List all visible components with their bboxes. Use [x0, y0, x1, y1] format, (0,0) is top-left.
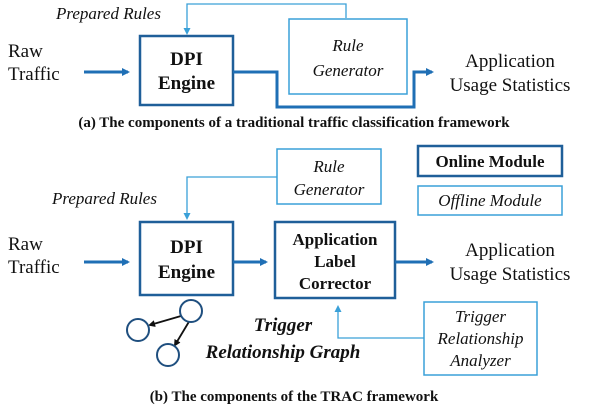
b-rule-gen-label-1: Rule	[312, 157, 345, 176]
graph-node-3	[156, 343, 180, 367]
b-dpi-label-1: DPI	[170, 237, 203, 258]
diagram-a: Prepared Rules Raw Traffic DPI Engine Ru…	[8, 3, 571, 131]
b-rules-line	[183, 176, 277, 220]
b-analyzer-label-3: Analyzer	[449, 351, 511, 370]
graph-node-1	[179, 299, 203, 323]
b-dpi-label-2: Engine	[158, 262, 215, 283]
graph-edge-1	[148, 315, 182, 327]
b-analyzer-label-1: Trigger	[455, 307, 506, 326]
a-raw-label-1: Raw	[8, 41, 43, 62]
a-dpi-label-2: Engine	[158, 73, 215, 94]
legend-offline-box	[417, 185, 563, 216]
a-output-label-2: Usage Statistics	[450, 75, 571, 96]
b-caption: (b) The components of the TRAC framework	[150, 389, 439, 405]
a-caption: (a) The components of a traditional traf…	[78, 115, 510, 131]
diagram-b: Rule Generator Prepared Rules Raw Traffi…	[8, 148, 571, 405]
a-rule-gen-label-2: Generator	[313, 61, 384, 80]
a-dpi-to-output-arrow	[233, 68, 434, 109]
b-corrector-label-3: Corrector	[299, 274, 372, 293]
a-rule-generator-box	[288, 18, 408, 95]
b-corrector-label-2: Label	[314, 252, 356, 271]
trigger-graph-icon	[126, 299, 203, 367]
legend-online-box	[416, 144, 564, 178]
b-analyzer-label-2: Relationship	[437, 329, 524, 348]
a-prepared-rules-label: Prepared Rules	[55, 4, 161, 23]
b-graph-label-1: Trigger	[254, 315, 313, 336]
b-prepared-rules-label: Prepared Rules	[51, 189, 157, 208]
b-raw-label-2: Traffic	[8, 257, 60, 278]
a-dpi-engine-box	[138, 34, 235, 107]
a-rules-feedback-line	[183, 3, 347, 35]
a-raw-label-2: Traffic	[8, 64, 60, 85]
a-output-label-1: Application	[465, 51, 555, 72]
a-dpi-label-1: DPI	[170, 49, 203, 70]
b-graph-label-2: Relationship Graph	[205, 342, 361, 363]
a-rule-gen-label-1: Rule	[331, 36, 364, 55]
b-corrector-box	[273, 220, 397, 300]
b-analyzer-to-corrector-line	[334, 305, 424, 339]
b-output-label-1: Application	[465, 240, 555, 261]
b-dpi-engine-box	[138, 220, 235, 297]
b-rule-generator-box	[276, 148, 382, 205]
b-analyzer-box	[423, 301, 538, 376]
graph-edge-2	[173, 319, 191, 347]
b-corrector-label-1: Application	[292, 230, 378, 249]
b-raw-label-1: Raw	[8, 234, 43, 255]
b-output-label-2: Usage Statistics	[450, 264, 571, 285]
legend-online-label: Online Module	[435, 152, 545, 171]
graph-node-2	[126, 318, 150, 342]
legend: Online Module Offline Module	[416, 144, 564, 216]
legend-offline-label: Offline Module	[438, 191, 542, 210]
b-rule-gen-label-2: Generator	[294, 180, 365, 199]
